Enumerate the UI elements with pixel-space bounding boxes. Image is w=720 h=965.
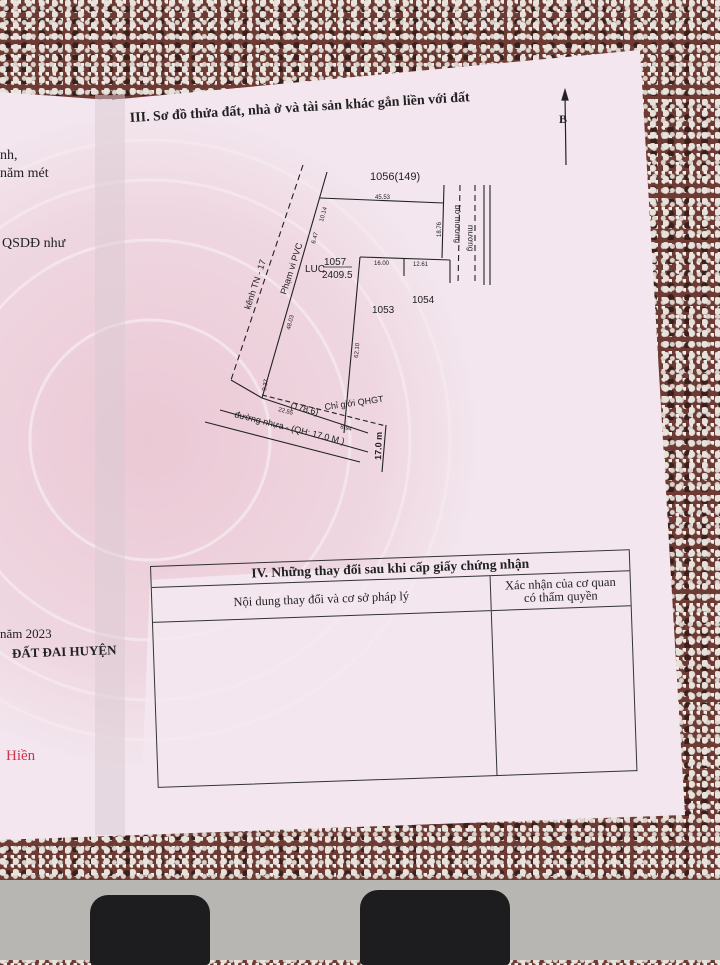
changes-column: Nội dung thay đổi và cơ sở pháp lý xyxy=(151,576,498,788)
parcel-diagram xyxy=(204,164,491,473)
label-parcel-number: 1057 xyxy=(324,257,347,268)
changes-table: IV. Những thay đổi sau khi cấp giấy chứn… xyxy=(150,549,638,788)
label-seg-10-14: 10.14 xyxy=(319,206,329,223)
label-seg-8-94: 8.94 xyxy=(339,424,352,433)
left-page-line1: nh, xyxy=(0,148,18,163)
confirmation-column: Xác nhận của cơ quan có thẩm quyền xyxy=(490,571,637,776)
shoe-right xyxy=(360,890,510,965)
north-label: B xyxy=(559,112,567,126)
label-canal: mương xyxy=(466,225,475,251)
label-parcel-1054: 1054 xyxy=(412,295,435,306)
label-parcel-type: LUC xyxy=(305,264,325,275)
label-right-length: 18.76 xyxy=(437,221,443,237)
seal-watermark xyxy=(0,60,660,835)
label-left-length: 48.03 xyxy=(286,314,296,331)
page-fold-shadow xyxy=(95,95,125,835)
shoe-left xyxy=(90,895,210,965)
label-parcel-1053: 1053 xyxy=(372,305,395,316)
label-road-width: 17.0 m xyxy=(373,432,384,460)
left-page-line3: QSDĐ như xyxy=(2,236,66,251)
column-header-confirmation: Xác nhận của cơ quan có thẩm quyền xyxy=(490,571,631,612)
label-seg-16-00: 16.00 xyxy=(374,261,390,267)
label-seg-12-61: 12.61 xyxy=(413,262,429,268)
label-top-length: 45.53 xyxy=(375,195,391,201)
left-page-line2: năm mét xyxy=(0,166,49,181)
label-seg-6-47: 6.47 xyxy=(311,231,320,244)
label-parcel-area: 2409.5 xyxy=(322,270,353,281)
label-inner-length: 62.10 xyxy=(354,342,361,358)
confirmation-line2: có thẩm quyền xyxy=(523,588,598,605)
label-canal-bank: bờ mương xyxy=(453,205,462,243)
label-seg-22-55: 22.55 xyxy=(277,407,294,417)
left-page-line4: năm 2023 xyxy=(0,626,52,641)
signature-name: Hiền xyxy=(6,748,36,764)
label-parcel-north: 1056(149) xyxy=(370,171,420,183)
north-arrow xyxy=(561,87,569,166)
label-seg-9-37: 9.37 xyxy=(262,378,270,391)
seal-rings xyxy=(0,138,452,742)
